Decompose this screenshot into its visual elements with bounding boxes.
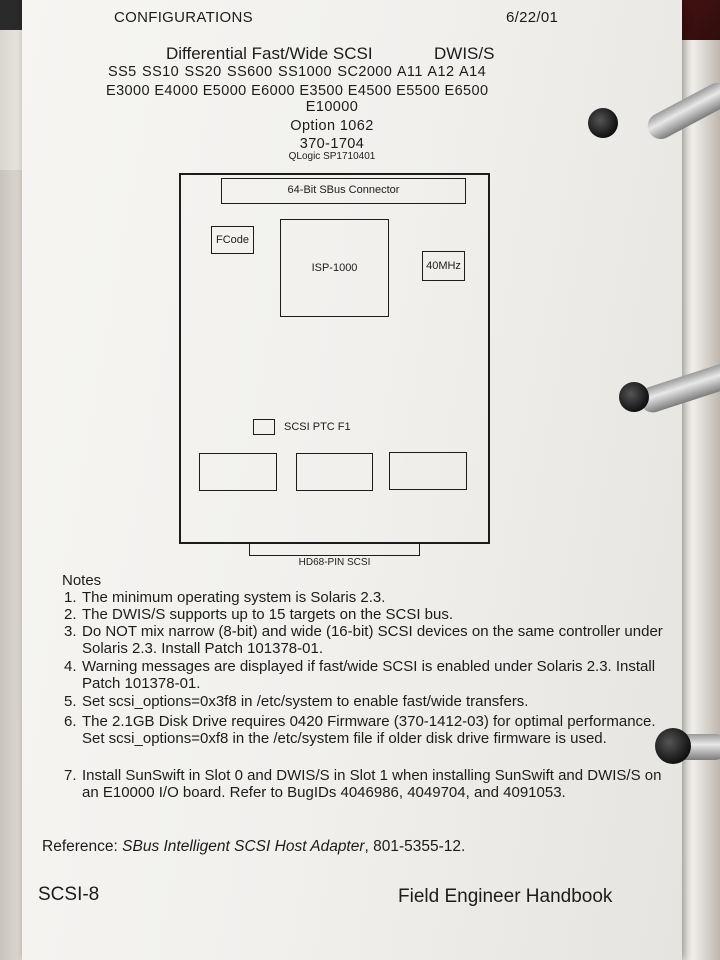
sbus-connector-label: 64-Bit SBus Connector [287,184,400,196]
hd68-connector-label: HD68-PIN SCSI [298,557,371,568]
punch-hole-bottom [655,728,691,764]
connector-block-1 [199,453,277,491]
isp-1000-chip: ISP-1000 [280,219,389,317]
vendor-part-number: QLogic SP1710401 [288,151,376,162]
handbook-page: CONFIGURATIONS 6/22/01 Differential Fast… [22,0,682,960]
note-6: 6.The 2.1GB Disk Drive requires 0420 Fir… [64,713,656,747]
page-title: Differential Fast/Wide SCSI [166,44,373,63]
reference-line: Reference: SBus Intelligent SCSI Host Ad… [42,838,466,855]
punch-hole-middle [619,382,649,412]
book-title-footer: Field Engineer Handbook [398,886,613,907]
option-number: Option 1062 [290,118,374,134]
note-7: 7.Install SunSwift in Slot 0 and DWIS/S … [64,767,662,801]
hd68-connector [249,542,420,556]
punch-hole-top [588,108,618,138]
sbus-connector: 64-Bit SBus Connector [221,178,466,204]
note-5: 5.Set scsi_options=0x3f8 in /etc/system … [64,693,529,710]
note-4: 4.Warning messages are displayed if fast… [64,658,656,692]
note-2: 2.The DWIS/S supports up to 15 targets o… [64,606,454,623]
oscillator-label: 40MHz [426,260,461,272]
scsi-ptc-fuse [253,419,275,435]
connector-block-2 [296,453,373,491]
part-number: 370-1704 [299,136,365,152]
models-line-2: E3000 E4000 E5000 E6000 E3500 E4500 E550… [106,83,489,99]
page-number: SCSI-8 [38,884,100,905]
isp-1000-label: ISP-1000 [311,262,358,274]
notes-heading: Notes [62,572,102,589]
models-line-1: SS5 SS10 SS20 SS600 SS1000 SC2000 A11 A1… [108,64,487,80]
fcode-label: FCode [215,234,250,246]
note-1: 1.The minimum operating system is Solari… [64,589,386,606]
note-3: 3.Do NOT mix narrow (8-bit) and wide (16… [64,623,663,657]
board-outline [179,173,490,544]
section-header: CONFIGURATIONS [114,9,253,26]
models-line-3: E10000 [305,99,359,115]
oscillator-40mhz: 40MHz [422,251,465,281]
header-date: 6/22/01 [506,9,559,26]
scsi-ptc-label: SCSI PTC F1 [284,421,351,433]
fcode-chip: FCode [211,226,254,254]
reference-title: SBus Intelligent SCSI Host Adapter [122,838,365,855]
page-title-abbr: DWIS/S [434,44,495,63]
connector-block-3 [389,452,467,490]
